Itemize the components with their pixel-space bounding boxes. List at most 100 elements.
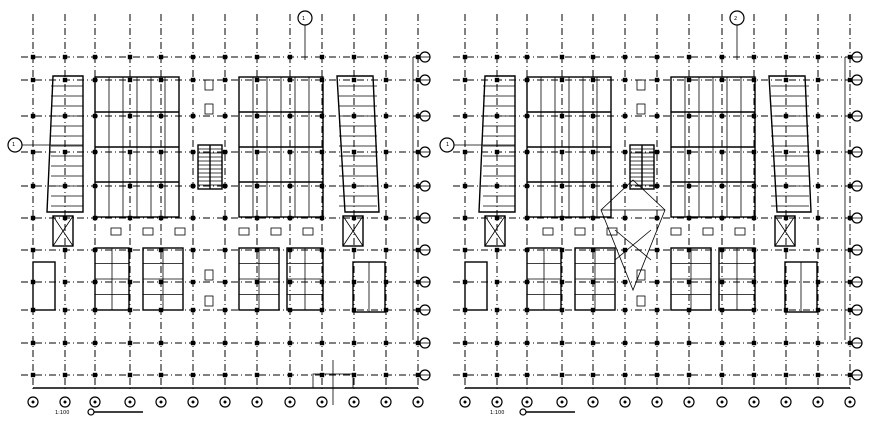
structural-column: [287, 149, 293, 155]
axis-bubble-dot: [223, 400, 227, 404]
structural-column: [222, 279, 228, 285]
small-room: [302, 227, 314, 236]
structural-column: [127, 215, 133, 221]
structural-column: [815, 149, 821, 155]
structural-column: [254, 372, 260, 378]
structural-column: [319, 183, 325, 189]
structural-column: [319, 372, 325, 378]
structural-column: [751, 340, 757, 346]
structural-column: [622, 372, 628, 378]
structural-column: [351, 77, 357, 83]
structural-column: [254, 54, 260, 60]
structural-column: [622, 183, 628, 189]
structural-column: [92, 372, 98, 378]
structural-column: [847, 307, 853, 313]
corner-room: [464, 261, 488, 311]
structural-column: [559, 307, 565, 313]
core-room: [204, 295, 214, 307]
structural-column: [415, 279, 421, 285]
structural-column: [62, 247, 68, 253]
core-room: [636, 79, 646, 91]
structural-column: [686, 54, 692, 60]
axis-bubble-dot: [384, 400, 388, 404]
structural-column: [92, 340, 98, 346]
structural-column: [847, 113, 853, 119]
structural-column: [62, 307, 68, 313]
structural-column: [127, 77, 133, 83]
ramp-right: [768, 75, 812, 213]
structural-column: [62, 77, 68, 83]
structural-column: [319, 247, 325, 253]
axis-bubble-dot: [720, 400, 724, 404]
structural-column: [590, 77, 596, 83]
structural-column: [30, 113, 36, 119]
small-room: [174, 227, 186, 236]
structural-column: [783, 215, 789, 221]
axis-bubble-dot: [816, 400, 820, 404]
core-room: [204, 269, 214, 281]
structural-column: [287, 340, 293, 346]
structural-column: [351, 340, 357, 346]
structural-column: [494, 279, 500, 285]
structural-column: [590, 372, 596, 378]
structural-column: [127, 113, 133, 119]
structural-column: [719, 279, 725, 285]
structural-column: [415, 247, 421, 253]
structural-column: [559, 372, 565, 378]
structural-column: [127, 247, 133, 253]
structural-column: [847, 77, 853, 83]
structural-column: [383, 307, 389, 313]
structural-column: [462, 183, 468, 189]
structural-column: [287, 372, 293, 378]
axis-bubble-dot: [255, 400, 259, 404]
structural-column: [783, 77, 789, 83]
structural-column: [30, 247, 36, 253]
structural-column: [524, 340, 530, 346]
small-room: [270, 227, 282, 236]
structural-column: [622, 113, 628, 119]
structural-column: [494, 77, 500, 83]
structural-column: [254, 215, 260, 221]
structural-column: [222, 149, 228, 155]
structural-column: [92, 54, 98, 60]
structural-column: [524, 54, 530, 60]
structural-column: [62, 340, 68, 346]
axis-bubble-dot: [320, 400, 324, 404]
right-section-mark-label: 1: [446, 142, 449, 148]
structural-column: [30, 372, 36, 378]
structural-column: [158, 340, 164, 346]
axis-bubble-dot: [63, 400, 67, 404]
structural-column: [654, 247, 660, 253]
structural-column: [559, 183, 565, 189]
structural-column: [127, 279, 133, 285]
structural-column: [127, 54, 133, 60]
structural-column: [254, 340, 260, 346]
structural-column: [590, 215, 596, 221]
small-room: [702, 227, 714, 236]
small-room: [734, 227, 746, 236]
structural-column: [319, 340, 325, 346]
structural-column: [158, 372, 164, 378]
structural-column: [383, 149, 389, 155]
structural-column: [287, 113, 293, 119]
lift-core: [52, 215, 74, 247]
left-section-mark-label: 1: [12, 142, 15, 148]
axis-bubble-dot: [416, 400, 420, 404]
axis-bubble-dot: [495, 400, 499, 404]
structural-column: [751, 247, 757, 253]
structural-column: [383, 340, 389, 346]
structural-column: [654, 372, 660, 378]
lift-cross: [774, 215, 796, 247]
structural-column: [751, 113, 757, 119]
structural-column: [559, 54, 565, 60]
structural-column: [190, 340, 196, 346]
structural-column: [127, 340, 133, 346]
axis-bubble-dot: [784, 400, 788, 404]
structural-column: [222, 113, 228, 119]
structural-column: [559, 215, 565, 221]
axis-bubble-dot: [352, 400, 356, 404]
lift-cross: [484, 215, 506, 247]
structural-column: [319, 149, 325, 155]
